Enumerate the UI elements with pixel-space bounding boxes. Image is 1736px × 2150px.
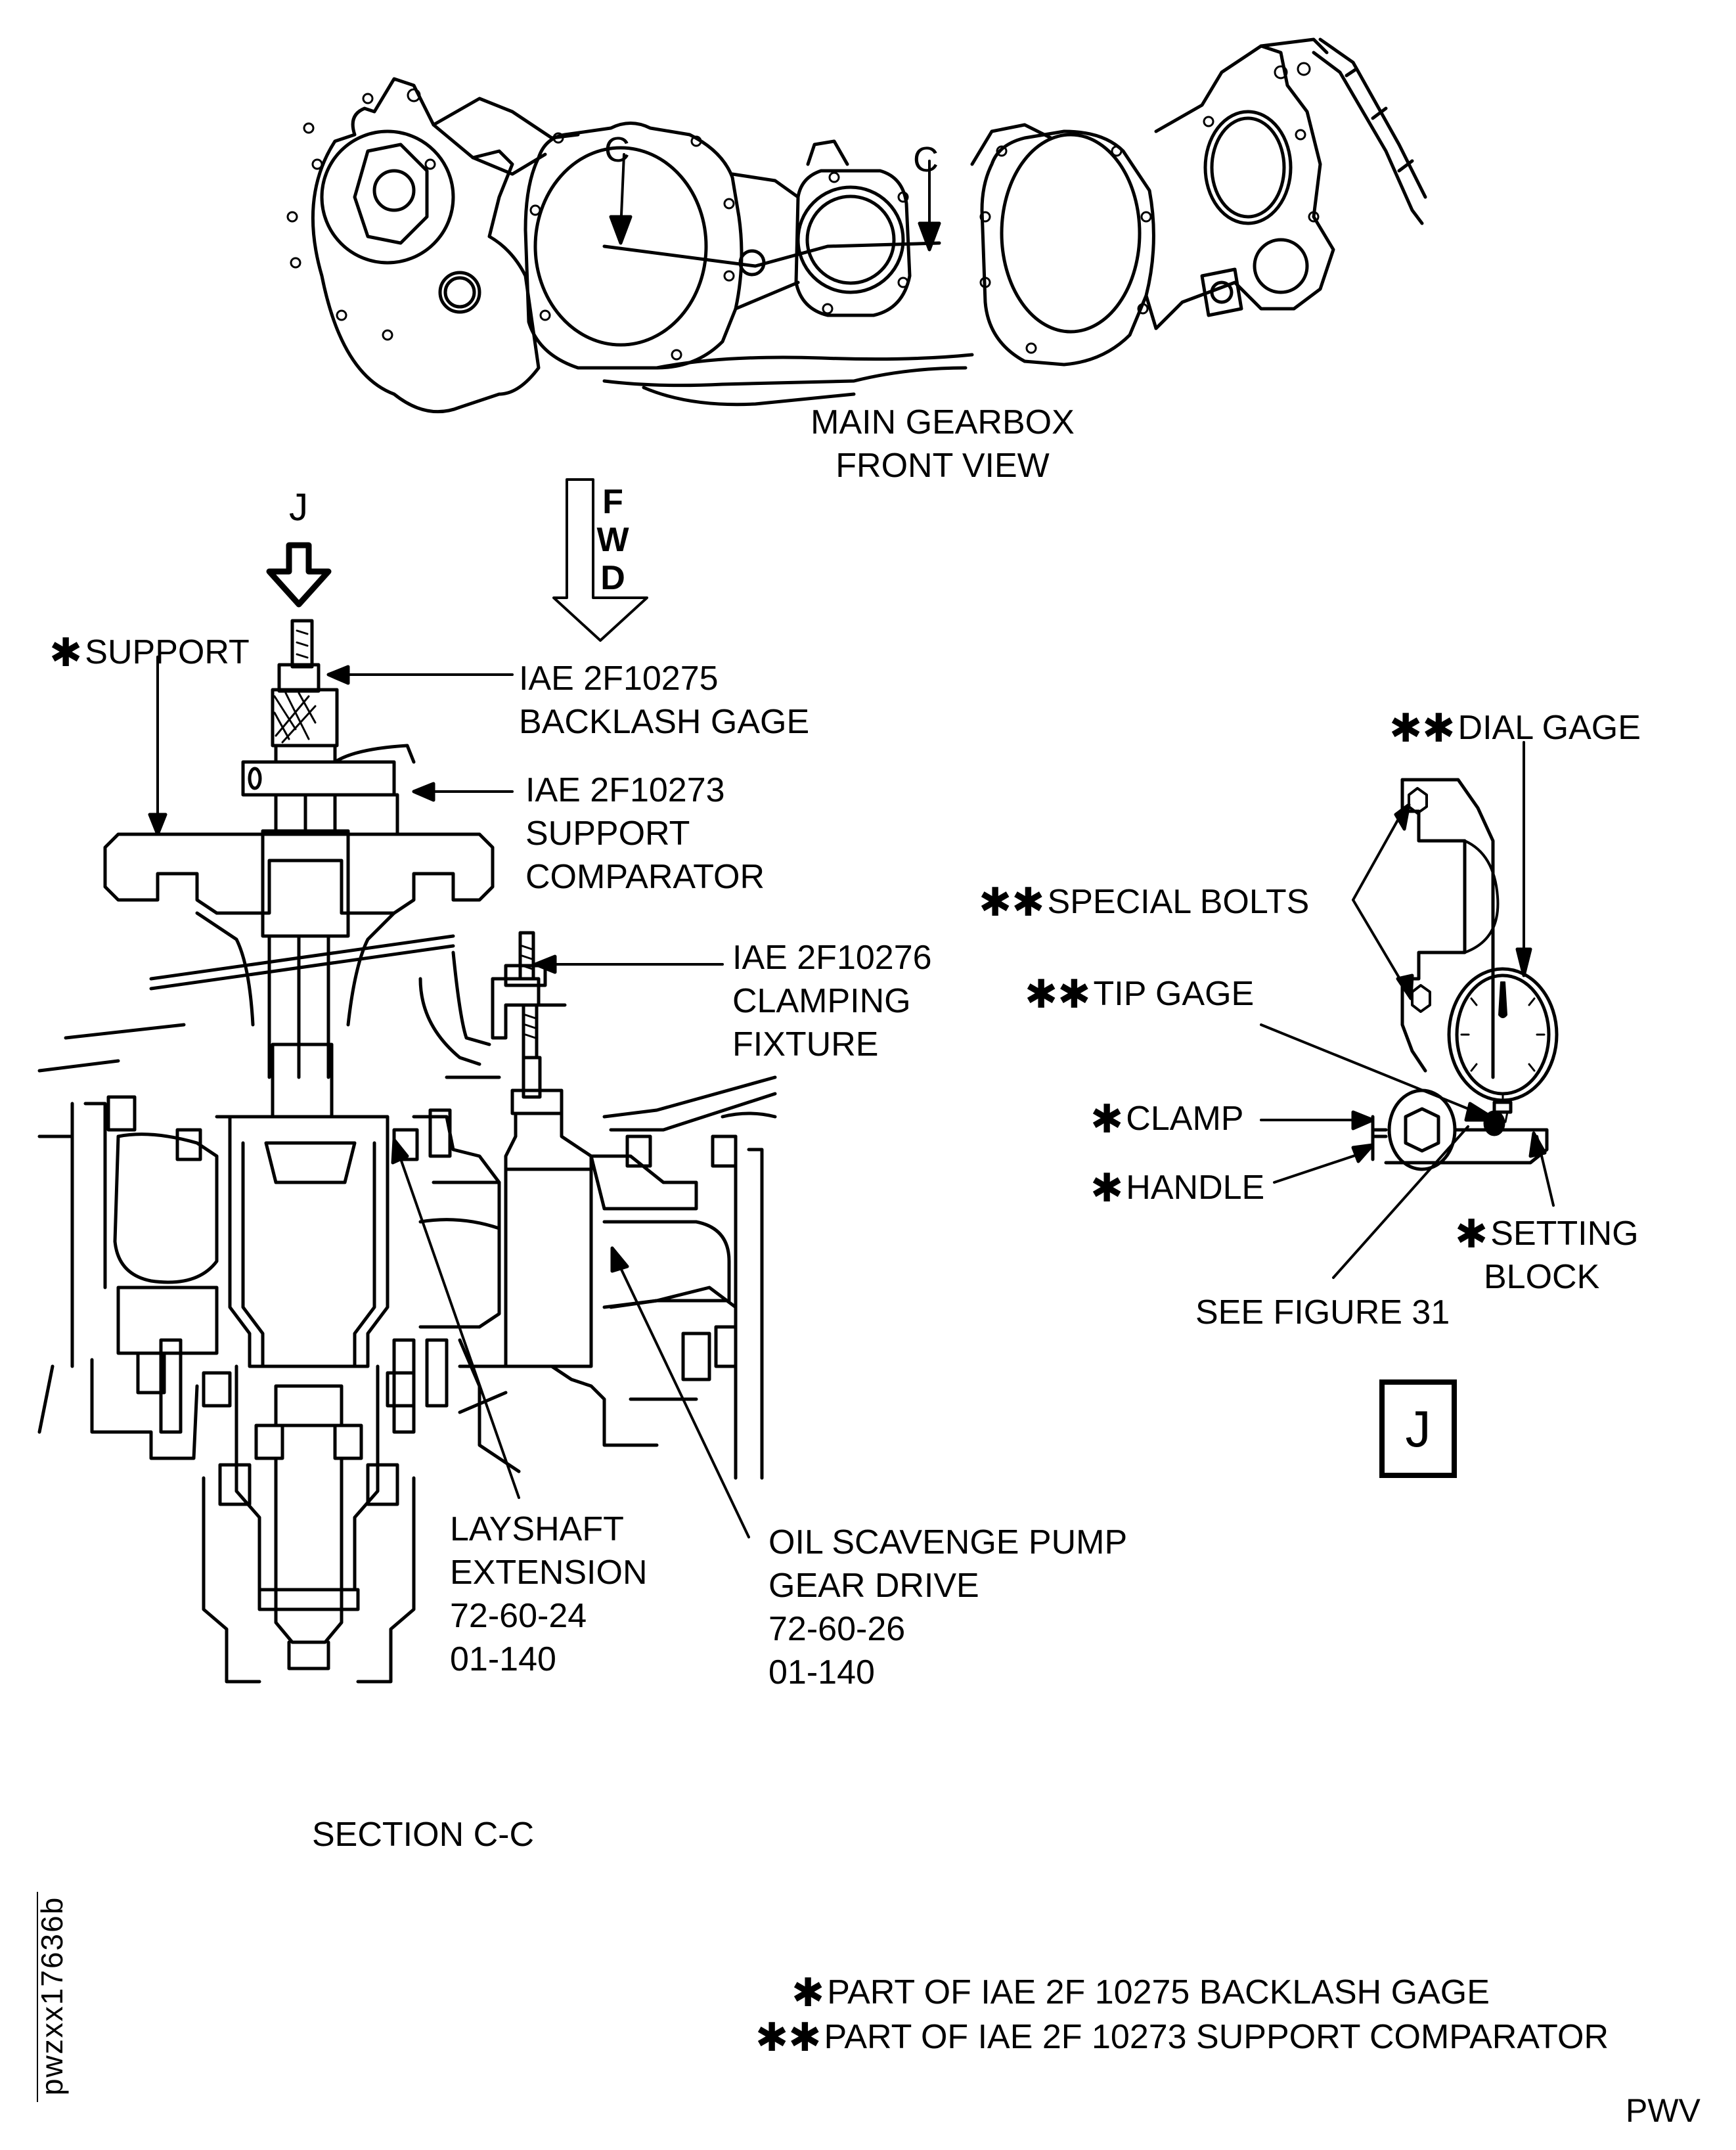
label-support-comparator-line3: COMPARATOR: [525, 858, 765, 896]
view-j-label: J: [289, 486, 308, 529]
label-handle-text: HANDLE: [1126, 1169, 1265, 1207]
fwd-letter-f: F: [602, 483, 623, 521]
detail-j-tag: J: [1379, 1379, 1457, 1478]
label-clamp-text: CLAMP: [1126, 1100, 1244, 1138]
label-oil-scavenge-ref: 72-60-26: [768, 1610, 906, 1648]
label-support-comparator: IAE 2F10273 SUPPORT COMPARATOR: [525, 769, 765, 899]
label-layshaft-line2: EXTENSION: [450, 1554, 648, 1592]
label-layshaft-extension: LAYSHAFT EXTENSION 72-60-24 01-140: [450, 1508, 648, 1681]
label-dial-gage: ✱✱DIAL GAGE: [1389, 706, 1641, 750]
label-special-bolts: ✱✱SPECIAL BOLTS: [979, 880, 1309, 924]
label-oil-scavenge-pump: OIL SCAVENGE PUMP GEAR DRIVE 72-60-26 01…: [768, 1521, 1127, 1694]
view-j-arrow: [266, 542, 332, 608]
see-figure-reference: SEE FIGURE 31: [1195, 1293, 1450, 1332]
label-setting-block-line1: SETTING: [1490, 1215, 1639, 1253]
fwd-letter-w: W: [596, 521, 629, 559]
legend-single-asterisk-text: PART OF IAE 2F 10275 BACKLASH GAGE: [827, 1973, 1490, 2011]
legend-single-asterisk: ✱PART OF IAE 2F 10275 BACKLASH GAGE: [791, 1971, 1490, 2014]
detail-j-tag-text: J: [1405, 1399, 1431, 1458]
double-asterisk-icon: ✱✱: [755, 2015, 822, 2059]
single-asterisk-icon: ✱: [49, 631, 83, 675]
label-clamping-fixture: IAE 2F10276 CLAMPING FIXTURE: [732, 936, 932, 1066]
double-asterisk-icon: ✱✱: [1389, 706, 1456, 750]
section-marker-right: C: [913, 140, 939, 179]
single-asterisk-icon: ✱: [1455, 1212, 1488, 1256]
label-support-comparator-line2: SUPPORT: [525, 815, 690, 853]
main-gearbox-front-view-drawing: [286, 37, 1427, 414]
top-view-title: MAIN GEARBOX FRONT VIEW: [805, 401, 1080, 487]
detail-j-drawing: [1260, 741, 1559, 1279]
top-view-title-line1: MAIN GEARBOX: [811, 403, 1075, 441]
label-support-comparator-line1: IAE 2F10273: [525, 771, 725, 809]
label-setting-block: ✱SETTING BLOCK: [1455, 1212, 1639, 1299]
legend-double-asterisk: ✱✱PART OF IAE 2F 10273 SUPPORT COMPARATO…: [755, 2015, 1609, 2059]
label-clamp: ✱CLAMP: [1090, 1097, 1243, 1140]
footer-code: PWV: [1626, 2092, 1701, 2129]
label-support-text: SUPPORT: [85, 633, 250, 671]
label-backlash-gage-line2: BACKLASH GAGE: [519, 703, 810, 741]
single-asterisk-icon: ✱: [1090, 1097, 1124, 1141]
section-marker-left: C: [604, 130, 630, 169]
label-oil-scavenge-task: 01-140: [768, 1653, 875, 1691]
label-support: ✱SUPPORT: [49, 631, 250, 674]
drawing-id-bracket: [37, 1892, 38, 2102]
label-layshaft-line1: LAYSHAFT: [450, 1510, 624, 1548]
double-asterisk-icon: ✱✱: [1025, 972, 1091, 1016]
legend-double-asterisk-text: PART OF IAE 2F 10273 SUPPORT COMPARATOR: [824, 2018, 1609, 2056]
label-oil-scavenge-line1: OIL SCAVENGE PUMP: [768, 1523, 1128, 1561]
forward-direction-arrow: [552, 478, 648, 642]
double-asterisk-icon: ✱✱: [979, 880, 1045, 924]
single-asterisk-icon: ✱: [791, 1971, 825, 2015]
drawing-id: pwzxx17636b: [35, 1896, 69, 2095]
label-backlash-gage: IAE 2F10275 BACKLASH GAGE: [519, 657, 809, 744]
label-oil-scavenge-line2: GEAR DRIVE: [768, 1567, 979, 1605]
label-clamping-fixture-line3: FIXTURE: [732, 1025, 879, 1064]
forward-arrow-text: F W D: [591, 483, 634, 597]
single-asterisk-icon: ✱: [1090, 1166, 1124, 1210]
section-caption: SECTION C-C: [312, 1816, 534, 1854]
label-special-bolts-text: SPECIAL BOLTS: [1047, 883, 1310, 921]
fwd-letter-d: D: [600, 559, 625, 597]
label-layshaft-ref: 72-60-24: [450, 1597, 587, 1635]
label-setting-block-line2: BLOCK: [1484, 1258, 1600, 1296]
label-tip-gage-text: TIP GAGE: [1093, 975, 1255, 1013]
label-tip-gage: ✱✱TIP GAGE: [1025, 972, 1254, 1016]
label-backlash-gage-line1: IAE 2F10275: [519, 660, 719, 698]
section-c-c-drawing: [37, 619, 777, 1684]
label-handle: ✱HANDLE: [1090, 1166, 1264, 1209]
label-clamping-fixture-line1: IAE 2F10276: [732, 939, 932, 977]
top-view-title-line2: FRONT VIEW: [835, 447, 1050, 485]
label-layshaft-task: 01-140: [450, 1640, 556, 1678]
label-dial-gage-text: DIAL GAGE: [1458, 709, 1641, 747]
label-clamping-fixture-line2: CLAMPING: [732, 982, 911, 1020]
